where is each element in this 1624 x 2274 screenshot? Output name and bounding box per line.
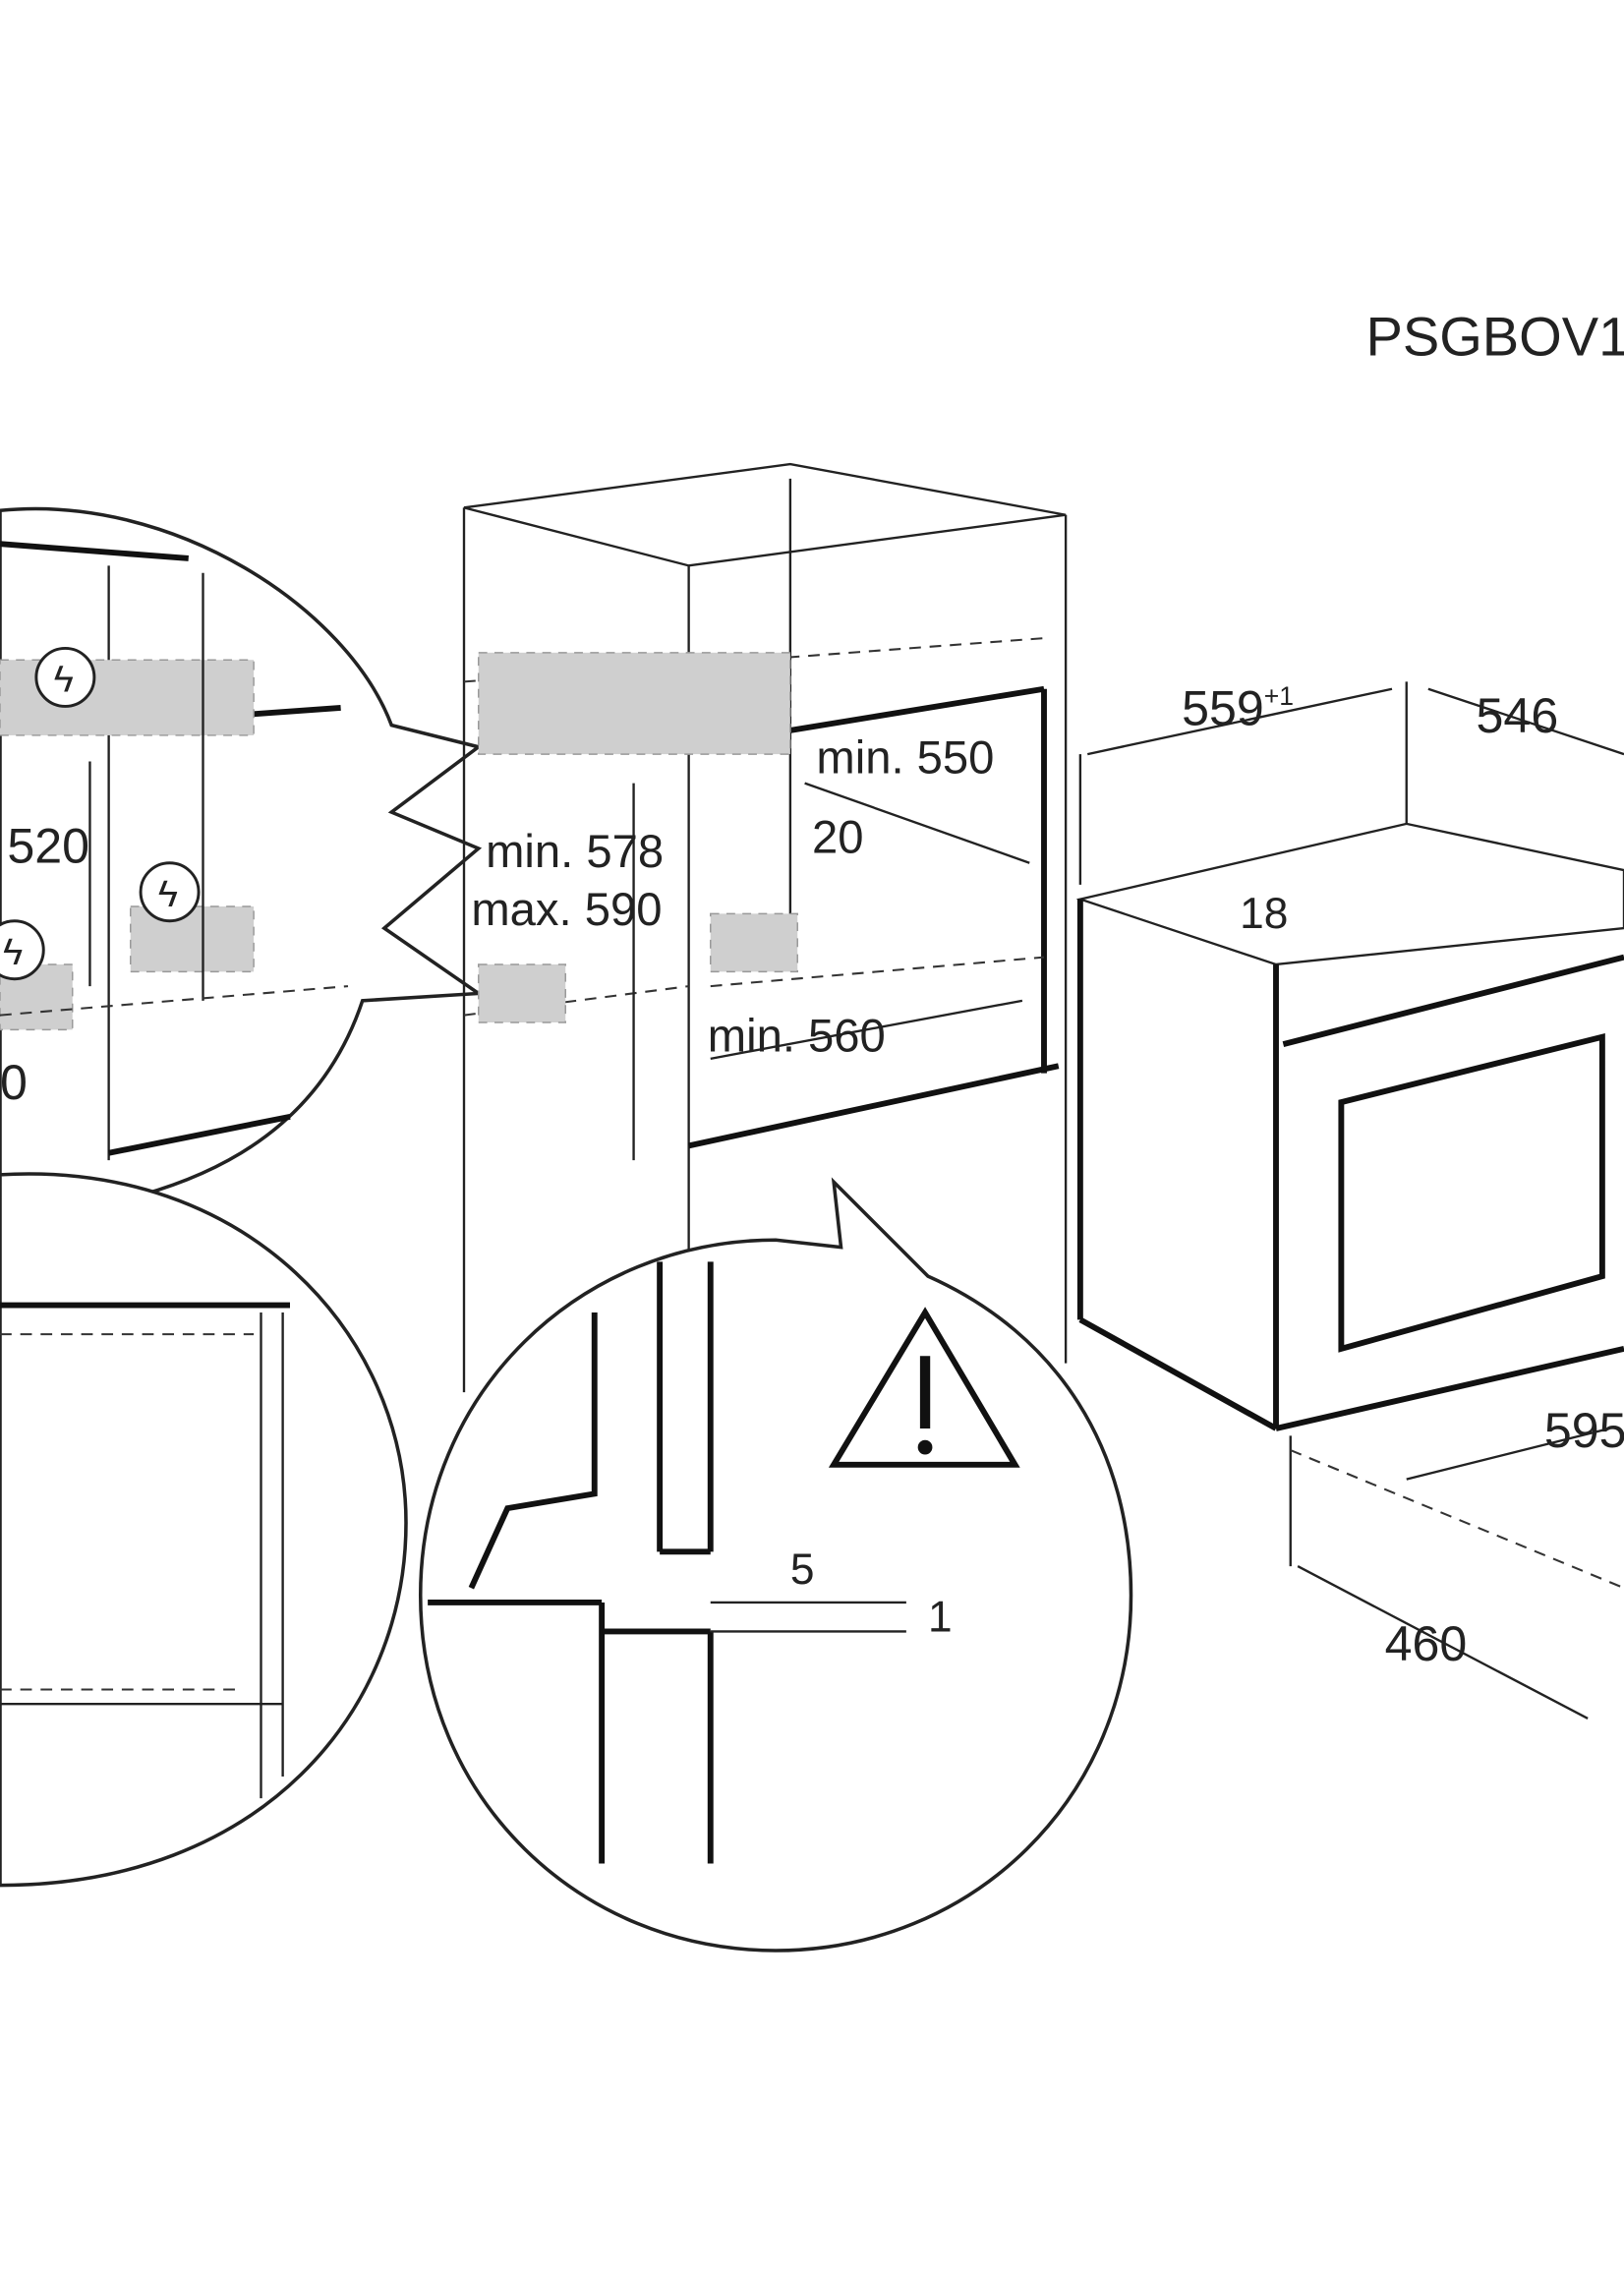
electric-hazard-icon: ϟ ϟ ϟ (0, 646, 201, 981)
dim-min-550: min. 550 (816, 731, 994, 784)
model-code: PSGBOV1 (1365, 305, 1624, 367)
dim-460: 460 (1385, 1616, 1468, 1671)
warning-triangle-icon (828, 1307, 1020, 1468)
svg-text:ϟ: ϟ (54, 659, 74, 701)
dim-520: 520 (7, 819, 89, 874)
left-detail-circle: ϟ ϟ ϟ 520 0 (0, 506, 484, 1220)
svg-text:ϟ: ϟ (158, 873, 178, 915)
oven-appliance: 559+1 546 18 595 460 (1075, 681, 1624, 1720)
dim-20: 20 (812, 811, 864, 863)
dim-559: 559+1 (1182, 681, 1294, 736)
dim-18: 18 (1240, 890, 1288, 938)
bottom-detail-circle: 5 1 (418, 1177, 1133, 1953)
left-bottom-detail-circle (0, 1172, 408, 1888)
dim-546: 546 (1477, 688, 1559, 743)
svg-text:ϟ: ϟ (3, 931, 23, 973)
dim-1: 1 (928, 1593, 953, 1641)
dim-left-gap: 0 (0, 1055, 28, 1110)
dim-min-560: min. 560 (708, 1010, 886, 1062)
dim-5: 5 (790, 1545, 815, 1594)
dim-595: 595 (1544, 1403, 1624, 1458)
dim-max-590: max. 590 (471, 884, 662, 936)
dim-min-578: min. 578 (486, 826, 664, 878)
cabinet-niche: min. 578 max. 590 min. 550 20 min. 560 (462, 462, 1068, 1451)
